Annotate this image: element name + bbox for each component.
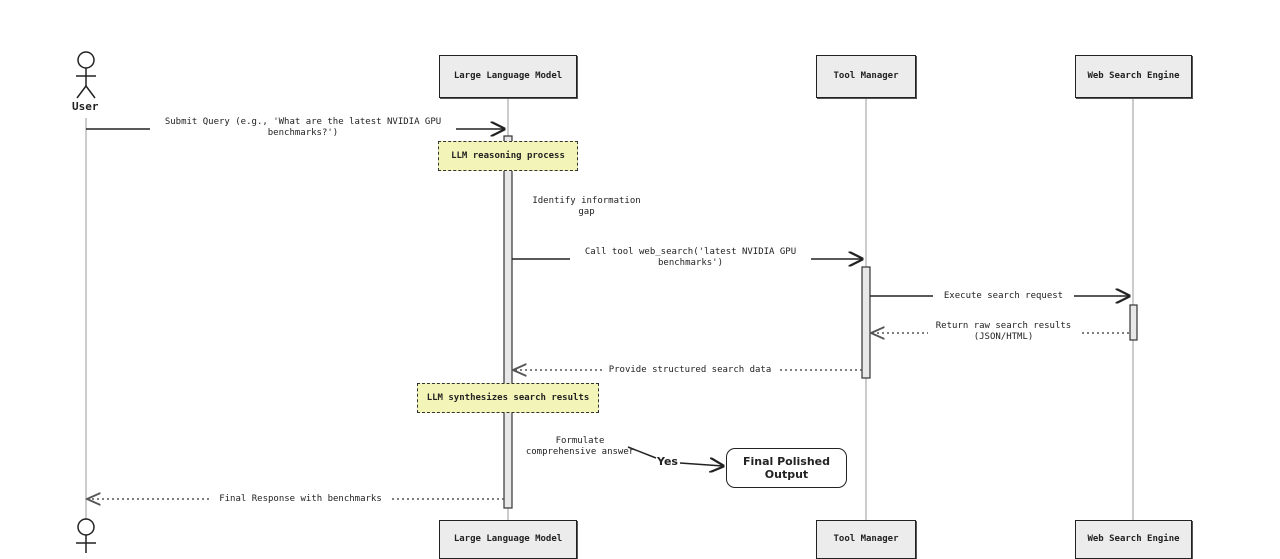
arrow-yes-final — [679, 463, 723, 466]
actor-box-tool-manager-bottom: Tool Manager — [816, 520, 916, 559]
actor-box-web-search-bottom: Web Search Engine — [1075, 520, 1192, 559]
actor-box-llm-bottom: Large Language Model — [439, 520, 577, 559]
actor-box-llm-top: Large Language Model — [439, 55, 577, 98]
activation-llm — [503, 135, 513, 509]
message-final-response: Final Response with benchmarks — [210, 494, 391, 506]
message-submit-query: Submit Query (e.g., 'What are the latest… — [150, 117, 456, 140]
message-return-results: Return raw search results (JSON/HTML) — [928, 321, 1079, 344]
activation-tool-manager — [861, 266, 871, 379]
connector-formulate-yes — [627, 446, 657, 459]
message-call-tool: Call tool web_search('latest NVIDIA GPU … — [570, 247, 811, 270]
note-reasoning: LLM reasoning process — [438, 141, 578, 171]
user-actor-figure-bottom — [76, 518, 96, 553]
note-synthesis: LLM synthesizes search results — [417, 383, 599, 413]
message-identify-gap: Identify information gap — [532, 196, 641, 218]
user-label-top: User — [72, 100, 99, 113]
message-execute-search: Execute search request — [933, 291, 1074, 303]
user-actor-figure-top — [76, 51, 96, 99]
message-structured-data: Provide structured search data — [602, 365, 778, 377]
actor-box-tool-manager-top: Tool Manager — [816, 55, 916, 98]
activation-web-search — [1129, 304, 1138, 341]
message-formulate: Formulate comprehensive answer — [525, 436, 635, 458]
final-output-box: Final Polished Output — [726, 448, 847, 488]
yes-label: Yes — [657, 455, 678, 468]
actor-box-web-search-top: Web Search Engine — [1075, 55, 1192, 98]
